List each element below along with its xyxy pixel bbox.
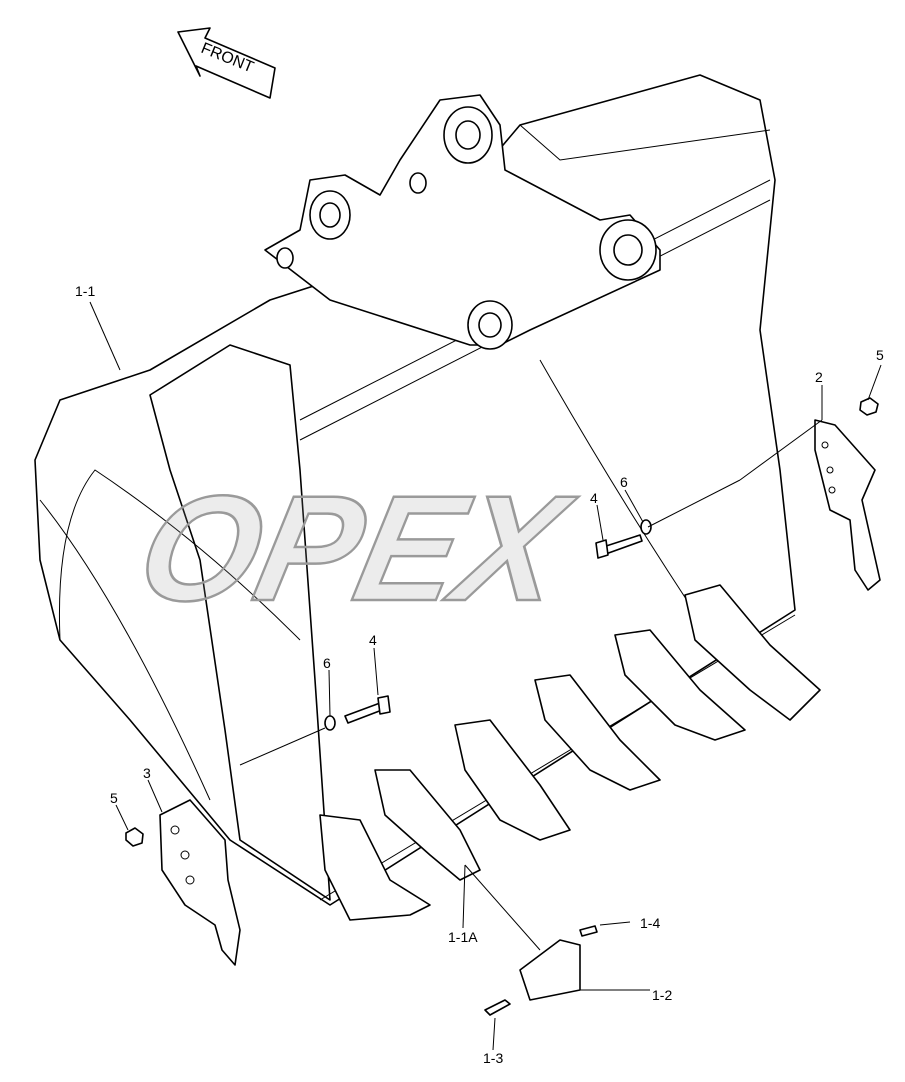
callout-1-4: 1-4 xyxy=(640,915,660,931)
callout-5: 5 xyxy=(110,790,118,806)
callout-4: 4 xyxy=(369,632,377,648)
callout-3: 3 xyxy=(143,765,151,781)
callout-4: 4 xyxy=(590,490,598,506)
callout-2: 2 xyxy=(815,369,823,385)
leader-lines xyxy=(89,301,882,1051)
callout-1-3: 1-3 xyxy=(483,1050,503,1066)
callout-1-1A: 1-1A xyxy=(448,929,478,945)
callout-5: 5 xyxy=(876,347,884,363)
front-arrow: FRONT xyxy=(177,27,276,99)
watermark: OPEX xyxy=(126,466,586,633)
bolts-nuts-washers xyxy=(125,397,879,1016)
callout-6: 6 xyxy=(620,474,628,490)
mounting-brackets xyxy=(264,94,661,350)
callout-6: 6 xyxy=(323,655,331,671)
callout-1-1: 1-1 xyxy=(75,283,95,299)
bucket-teeth xyxy=(319,584,821,921)
side-cutter-left xyxy=(159,799,241,966)
callout-1-2: 1-2 xyxy=(652,987,672,1003)
side-cutter-right xyxy=(814,419,881,591)
